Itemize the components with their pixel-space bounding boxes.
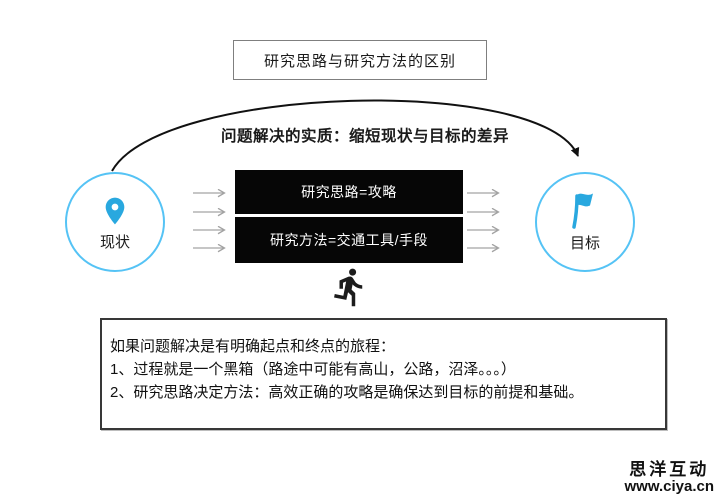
location-pin-icon xyxy=(105,197,125,225)
flow-arrows-right xyxy=(467,193,498,248)
running-person-icon xyxy=(334,268,363,307)
strategy-box-text: 研究思路=攻略 xyxy=(301,184,397,200)
flow-arrows-left xyxy=(193,193,224,248)
note-line-1: 如果问题解决是有明确起点和终点的旅程： xyxy=(110,338,396,355)
method-box-text: 研究方法=交通工具/手段 xyxy=(269,232,429,248)
arc-label: 问题解决的实质：缩短现状与目标的差异 xyxy=(220,128,509,145)
goal-label: 目标 xyxy=(569,235,600,252)
diagram-title: 研究思路与研究方法的区别 xyxy=(263,52,456,70)
current-state-node: 现状 xyxy=(65,172,165,272)
watermark-url: www.ciya.cn xyxy=(624,478,714,495)
diagram-title-box: 研究思路与研究方法的区别 xyxy=(233,40,487,80)
watermark-brand: 思洋互动 xyxy=(629,460,710,479)
note-line-3: 2、研究思路决定方法：高效正确的攻略是确保达到目标的前提和基础。 xyxy=(110,384,584,401)
goal-node: 目标 xyxy=(535,172,635,272)
current-state-label: 现状 xyxy=(99,234,130,251)
flag-icon xyxy=(572,193,593,229)
note-line-2: 1、过程就是一个黑箱（路途中可能有高山，公路，沼泽。。。） xyxy=(110,361,516,378)
note-box: 如果问题解决是有明确起点和终点的旅程： 1、过程就是一个黑箱（路途中可能有高山，… xyxy=(100,318,667,430)
strategy-box: 研究思路=攻略 xyxy=(235,170,463,214)
method-box: 研究方法=交通工具/手段 xyxy=(235,217,463,263)
watermark: 思洋互动 www.ciya.cn xyxy=(625,461,714,495)
